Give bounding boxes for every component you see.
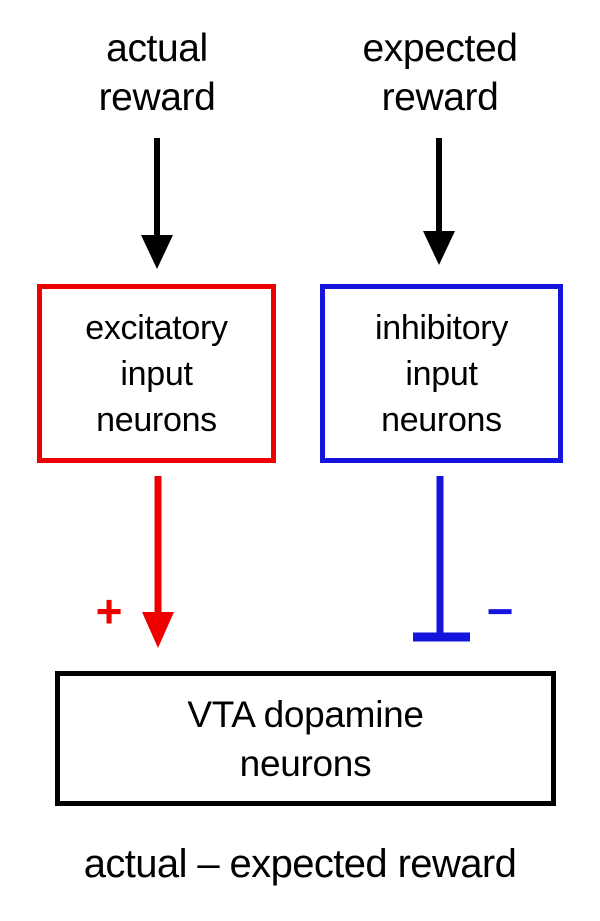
excitatory-sign-plus: + <box>95 585 123 637</box>
inhibitory-connector-tbar-icon <box>413 476 470 642</box>
down-arrow-icon-expected-reward <box>423 138 455 265</box>
inhibitory-sign-minus: − <box>486 585 514 637</box>
inhibitory-input-neurons-box: inhibitory input neurons <box>320 284 563 463</box>
diagram-caption: actual – expected reward <box>83 842 517 886</box>
excitatory-connector-arrow-icon <box>142 476 174 648</box>
inhibitory-input-neurons-label: inhibitory input neurons <box>374 308 509 439</box>
vta-dopamine-neurons-box: VTA dopamine neurons <box>55 671 556 806</box>
down-arrow-icon-actual-reward <box>141 138 173 269</box>
excitatory-input-neurons-box: excitatory input neurons <box>37 284 276 463</box>
source-label-actual-reward: actual reward <box>98 27 216 119</box>
source-label-expected-reward: expected reward <box>362 27 518 119</box>
vta-dopamine-neurons-label: VTA dopamine neurons <box>187 693 424 784</box>
excitatory-input-neurons-label: excitatory input neurons <box>85 308 228 439</box>
